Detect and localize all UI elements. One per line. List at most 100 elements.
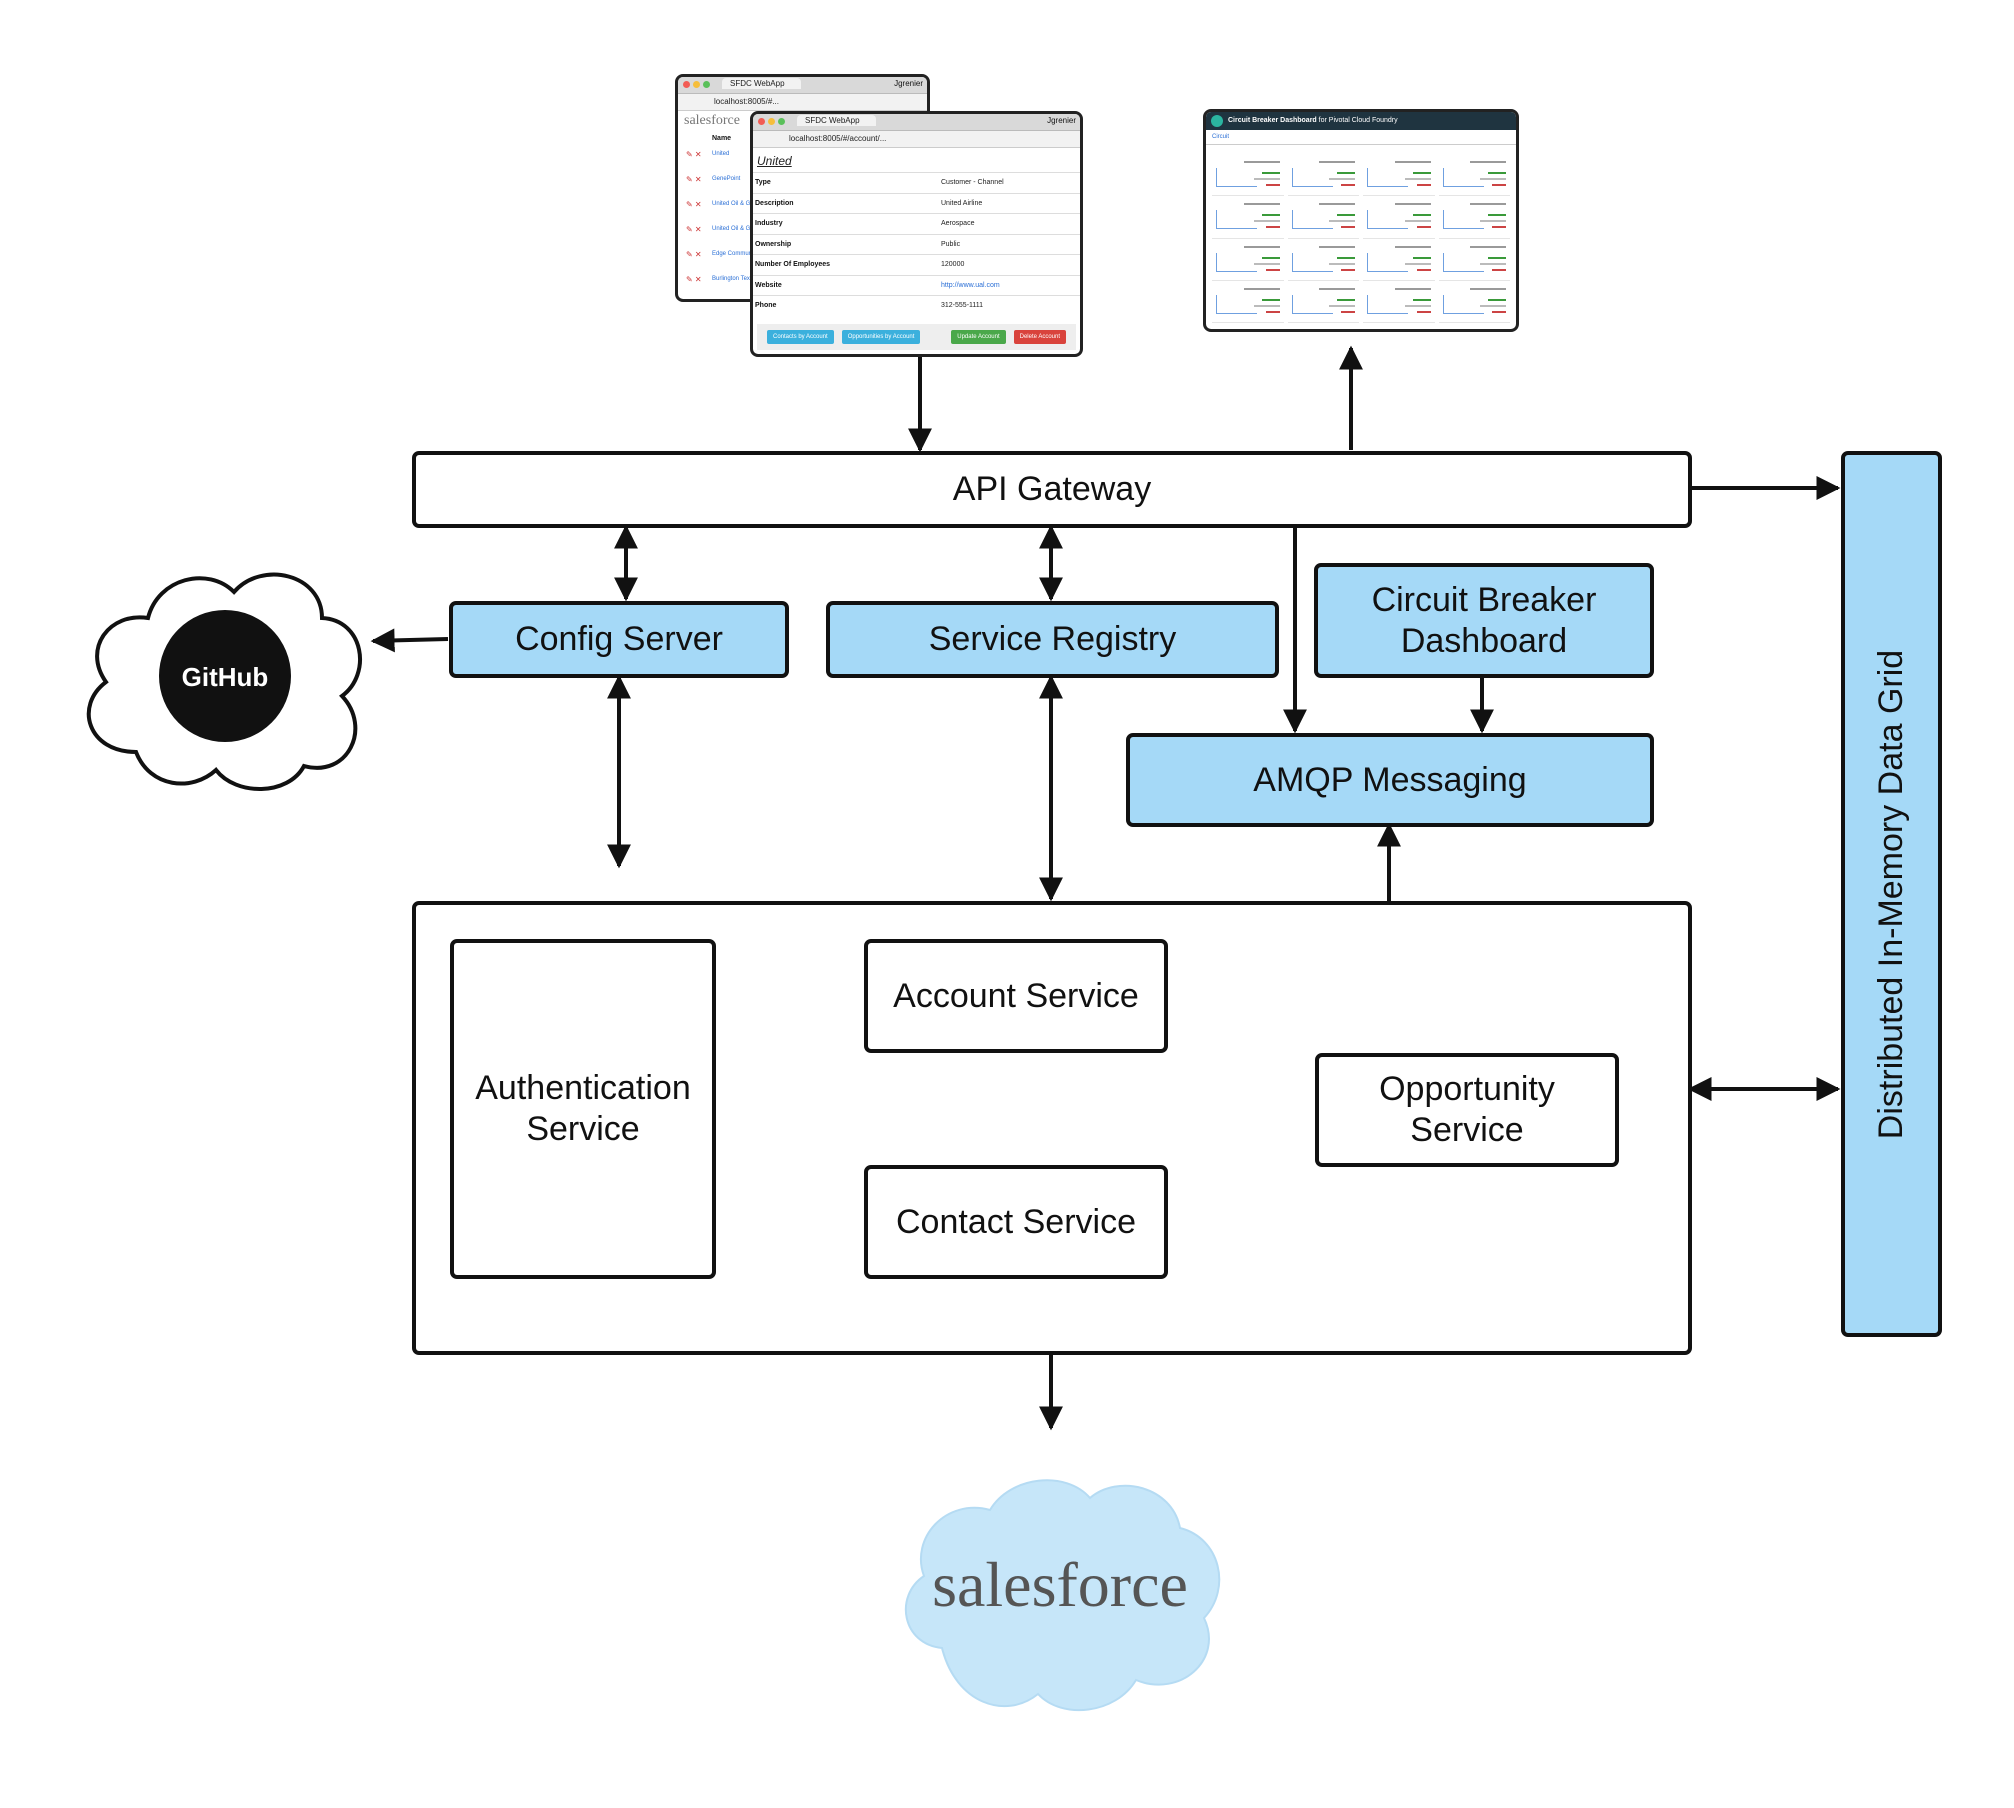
minimize-dot-icon — [693, 81, 700, 88]
dashboard-header: Circuit Breaker Dashboard for Pivotal Cl… — [1206, 112, 1516, 130]
authentication-service[interactable]: Authentication Service — [450, 939, 716, 1279]
browser-titlebar: SFDC WebApp Jgrenier — [678, 77, 927, 94]
account-list: ✎ ✕ United ✎ ✕ GenePoint ✎ ✕ United Oil & Gas… — [678, 142, 927, 292]
account-service-label: Account Service — [893, 976, 1139, 1015]
edit-delete-icon[interactable]: ✎ ✕ — [686, 150, 702, 159]
account-action-button[interactable]: Delete Account — [1013, 330, 1066, 344]
api-gateway-label: API Gateway — [952, 470, 1152, 508]
circuit-tile — [1287, 200, 1359, 239]
circuit-breaker-dashboard-label: Circuit Breaker Dashboard — [1371, 580, 1597, 660]
config-server[interactable]: Config Server — [449, 601, 789, 678]
account-action-button[interactable]: Update Account — [951, 330, 1006, 344]
edit-delete-icon[interactable]: ✎ ✕ — [686, 250, 702, 259]
circuit-tile — [1438, 158, 1510, 197]
account-actions: Contacts by Account Opportunities by Acco… — [757, 324, 1076, 350]
account-field-label: Website — [755, 281, 782, 289]
distributed-data-grid[interactable]: Distributed In-Memory Data Grid — [1841, 451, 1942, 1337]
edit-delete-icon[interactable]: ✎ ✕ — [686, 175, 702, 184]
circuit-tile — [1363, 243, 1435, 281]
account-action-button[interactable]: Opportunities by Account — [841, 330, 921, 344]
circuit-tile — [1438, 243, 1510, 281]
webapp-detail-window: SFDC WebApp Jgrenier localhost:8005/#/ac… — [750, 111, 1083, 357]
account-field-label: Industry — [755, 220, 783, 227]
account-field-row: Number Of Employees 120000 — [753, 254, 1080, 275]
circuit-tile — [1438, 200, 1510, 239]
account-field-row: Description United Airline — [753, 192, 1080, 214]
amqp-messaging[interactable]: AMQP Messaging — [1126, 733, 1654, 827]
circuit-tile — [1212, 285, 1284, 323]
account-field-label: Type — [755, 179, 771, 186]
url-bar[interactable]: localhost:8005/#/account/... — [753, 131, 1080, 148]
account-list-name: United Oil & Gas, UK — [712, 201, 769, 207]
service-registry[interactable]: Service Registry — [826, 601, 1279, 678]
circuit-tile — [1287, 285, 1359, 323]
salesforce-cloud: salesforce — [904, 1479, 1221, 1712]
dashboard-window: Circuit Breaker Dashboard for Pivotal Cl… — [1203, 109, 1519, 332]
circuit-tile — [1363, 285, 1435, 323]
distributed-data-grid-label: Distributed In-Memory Data Grid — [1872, 649, 1910, 1139]
account-list-row[interactable]: ✎ ✕ United — [678, 142, 927, 167]
circuit-tile — [1287, 158, 1359, 197]
account-list-row[interactable]: ✎ ✕ GenePoint — [678, 167, 927, 192]
account-list-row[interactable]: ✎ ✕ United Oil & Gas, UK — [678, 192, 927, 217]
dashboard-section-label: Circuit — [1206, 130, 1516, 145]
contact-service[interactable]: Contact Service — [864, 1165, 1168, 1279]
account-field-value[interactable]: http://www.ual.com — [941, 281, 1000, 289]
salesforce-logo-text: salesforce — [932, 1549, 1188, 1620]
opportunity-service-label: Opportunity Service — [1379, 1070, 1555, 1149]
account-field-row: Phone 312-555-1111 — [753, 295, 1080, 316]
account-list-name: United — [712, 151, 730, 157]
circuit-tile — [1212, 200, 1284, 239]
account-service[interactable]: Account Service — [864, 939, 1168, 1053]
account-field-value: Aerospace — [941, 220, 975, 227]
account-field-row: Ownership Public — [753, 233, 1080, 255]
account-list-name: GenePoint — [712, 176, 741, 182]
account-field-row: Industry Aerospace — [753, 213, 1080, 234]
browser-user: Jgrenier — [1047, 116, 1076, 125]
account-list-row[interactable]: ✎ ✕ Edge Communications — [678, 242, 927, 267]
service-registry-label: Service Registry — [928, 620, 1177, 658]
account-field-value: United Airline — [941, 199, 983, 207]
authentication-service-label: Authentication Service — [475, 1069, 691, 1148]
account-name: United — [757, 154, 792, 168]
account-list-row[interactable]: ✎ ✕ United Oil & Gas, Singapore — [678, 217, 927, 242]
account-list-name: United Oil & Gas, Singapore — [712, 226, 787, 232]
salesforce-cloud-shape — [904, 1479, 1221, 1712]
account-field-value: Customer - Channel — [941, 179, 1004, 186]
account-field-value: 312-555-1111 — [941, 302, 984, 309]
circuit-tile — [1363, 158, 1435, 197]
browser-tab-title[interactable]: SFDC WebApp — [722, 78, 801, 89]
api-gateway[interactable]: API Gateway — [412, 451, 1692, 528]
account-field-label: Ownership — [755, 240, 792, 248]
amqp-messaging-label: AMQP Messaging — [1253, 760, 1527, 799]
link-config-server-to-github — [370, 628, 449, 653]
account-field-row: Website http://www.ual.com — [753, 274, 1080, 296]
url-bar[interactable]: localhost:8005/#... — [678, 94, 927, 111]
circuit-breaker-dashboard[interactable]: Circuit Breaker Dashboard — [1314, 563, 1654, 678]
browser-tab-title[interactable]: SFDC WebApp — [797, 115, 876, 126]
github-logo-icon — [159, 610, 291, 742]
opportunity-service[interactable]: Opportunity Service — [1315, 1053, 1619, 1167]
dashboard-title: Circuit Breaker Dashboard — [1228, 117, 1317, 124]
account-field-value: Public — [941, 240, 961, 248]
browser-titlebar: SFDC WebApp Jgrenier — [753, 114, 1080, 131]
account-list-name: Edge Communications — [712, 251, 773, 257]
account-field-value: 120000 — [941, 261, 965, 268]
column-header: Name — [712, 135, 732, 142]
config-server-label: Config Server — [515, 620, 723, 658]
account-action-button[interactable]: Contacts by Account — [767, 330, 834, 344]
account-field-label: Description — [755, 199, 794, 207]
edit-delete-icon[interactable]: ✎ ✕ — [686, 275, 702, 284]
dashboard-circuit-grid — [1212, 158, 1510, 323]
circuit-tile — [1363, 200, 1435, 239]
edit-delete-icon[interactable]: ✎ ✕ — [686, 200, 702, 209]
minimize-dot-icon — [768, 118, 775, 125]
circuit-tile — [1438, 285, 1510, 323]
account-field-label: Number Of Employees — [755, 261, 831, 268]
circuit-tile — [1212, 243, 1284, 281]
account-list-row[interactable]: ✎ ✕Burlington Textiles — [678, 267, 927, 292]
account-field-label: Phone — [755, 302, 777, 309]
edit-delete-icon[interactable]: ✎ ✕ — [686, 225, 702, 234]
maximize-dot-icon — [778, 118, 785, 125]
